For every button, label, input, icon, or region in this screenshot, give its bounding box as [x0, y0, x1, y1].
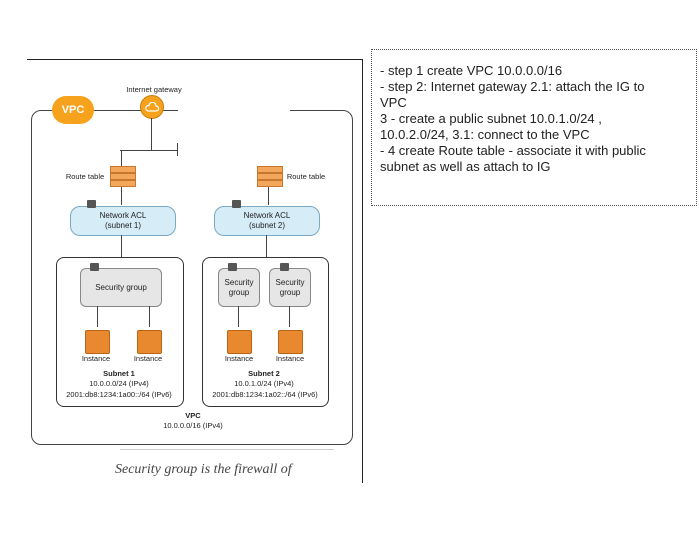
- instance-icon: [278, 330, 303, 354]
- security-group-subnet1: Security group: [80, 268, 162, 307]
- lock-icon: [280, 263, 289, 271]
- arrow-rt1-up: [121, 151, 122, 166]
- network-acl-subnet1: Network ACL (subnet 1): [70, 206, 176, 236]
- acl1-line2: (subnet 1): [104, 221, 142, 230]
- subnet-1-box: [56, 257, 184, 407]
- arrow-sg1-inst1: [97, 306, 98, 327]
- note-line: VPC: [380, 95, 407, 110]
- arrow-rt1-acl: [121, 187, 122, 205]
- lock-icon: [90, 263, 99, 271]
- gateway-connector: [151, 118, 152, 150]
- instance-icon: [85, 330, 110, 354]
- security-group-subnet2-b: Security group: [269, 268, 311, 307]
- route-table-left-icon: [110, 166, 136, 187]
- arrow-sg2a-inst: [238, 306, 239, 327]
- instance-icon: [137, 330, 162, 354]
- subnet-1-ipv4: 10.0.0.0/24 (IPv4): [89, 379, 149, 388]
- subnet-1-title: Subnet 1: [103, 369, 135, 378]
- acl1-line1: Network ACL: [99, 211, 147, 220]
- instance-label: Instance: [275, 354, 305, 363]
- vpc-footer-cidr: 10.0.0.0/16 (IPv4): [163, 421, 223, 430]
- arrow-sg1-inst2: [149, 306, 150, 327]
- notes-box: [371, 49, 697, 206]
- sg2b-line2: group: [279, 287, 301, 297]
- acl2-line2: (subnet 2): [248, 221, 286, 230]
- sg2a-line2: group: [228, 287, 250, 297]
- vpc-badge: VPC: [52, 96, 94, 124]
- instance-icon: [227, 330, 252, 354]
- instance-label: Instance: [133, 354, 163, 363]
- arrow-rt2-acl: [268, 187, 269, 205]
- security-group-subnet2-a: Security group: [218, 268, 260, 307]
- note-line: - 4 create Route table - associate it wi…: [380, 143, 646, 158]
- network-acl-subnet2: Network ACL (subnet 2): [214, 206, 320, 236]
- subnet-1-ipv6: 2001:db8:1234:1a00::/64 (IPv6): [66, 390, 172, 399]
- note-line: - step 1 create VPC 10.0.0.0/16: [380, 63, 563, 78]
- arrow-sg2b-inst: [289, 306, 290, 327]
- sg2a-line1: Security: [224, 277, 254, 287]
- instance-label: Instance: [224, 354, 254, 363]
- subnet-2-ipv6: 2001:db8:1234:1a02::/64 (IPv6): [212, 390, 318, 399]
- instance-label: Instance: [81, 354, 111, 363]
- top-rule: [27, 59, 363, 60]
- note-line: subnet as well as attach to IG: [380, 159, 551, 174]
- note-line: 3 - create a public subnet 10.0.1.0/24 ,: [380, 111, 602, 126]
- lock-icon: [232, 200, 241, 208]
- sg2b-line1: Security: [275, 277, 305, 287]
- vpc-footer-title: VPC: [185, 411, 201, 420]
- caption-text: Security group is the firewall of: [115, 462, 292, 477]
- arrow-acl1-subnet: [121, 235, 122, 257]
- subnet-2-title: Subnet 2: [248, 369, 280, 378]
- notes-text: - step 1 create VPC 10.0.0.0/16 - step 2…: [380, 63, 692, 175]
- arrow-acl2-subnet: [266, 235, 267, 257]
- gateway-line: [177, 143, 178, 156]
- route-table-left-label: Route table: [65, 172, 105, 181]
- gateway-line-h: [120, 150, 178, 151]
- route-table-right-icon: [257, 166, 283, 187]
- subnet-2-box: [202, 257, 329, 407]
- vertical-divider: [362, 59, 363, 483]
- lock-icon: [228, 263, 237, 271]
- vpc-border-gap: [178, 106, 290, 114]
- lock-icon: [87, 200, 96, 208]
- route-table-right-label: Route table: [286, 172, 326, 181]
- subnet-2-ipv4: 10.0.1.0/24 (IPv4): [234, 379, 294, 388]
- note-line: - step 2: Internet gateway 2.1: attach t…: [380, 79, 645, 94]
- internet-gateway-icon: [140, 95, 164, 119]
- caption-rule: [120, 449, 334, 450]
- note-line: 10.0.2.0/24, 3.1: connect to the VPC: [380, 127, 590, 142]
- acl2-line1: Network ACL: [243, 211, 291, 220]
- internet-gateway-label: Internet gateway: [126, 85, 182, 94]
